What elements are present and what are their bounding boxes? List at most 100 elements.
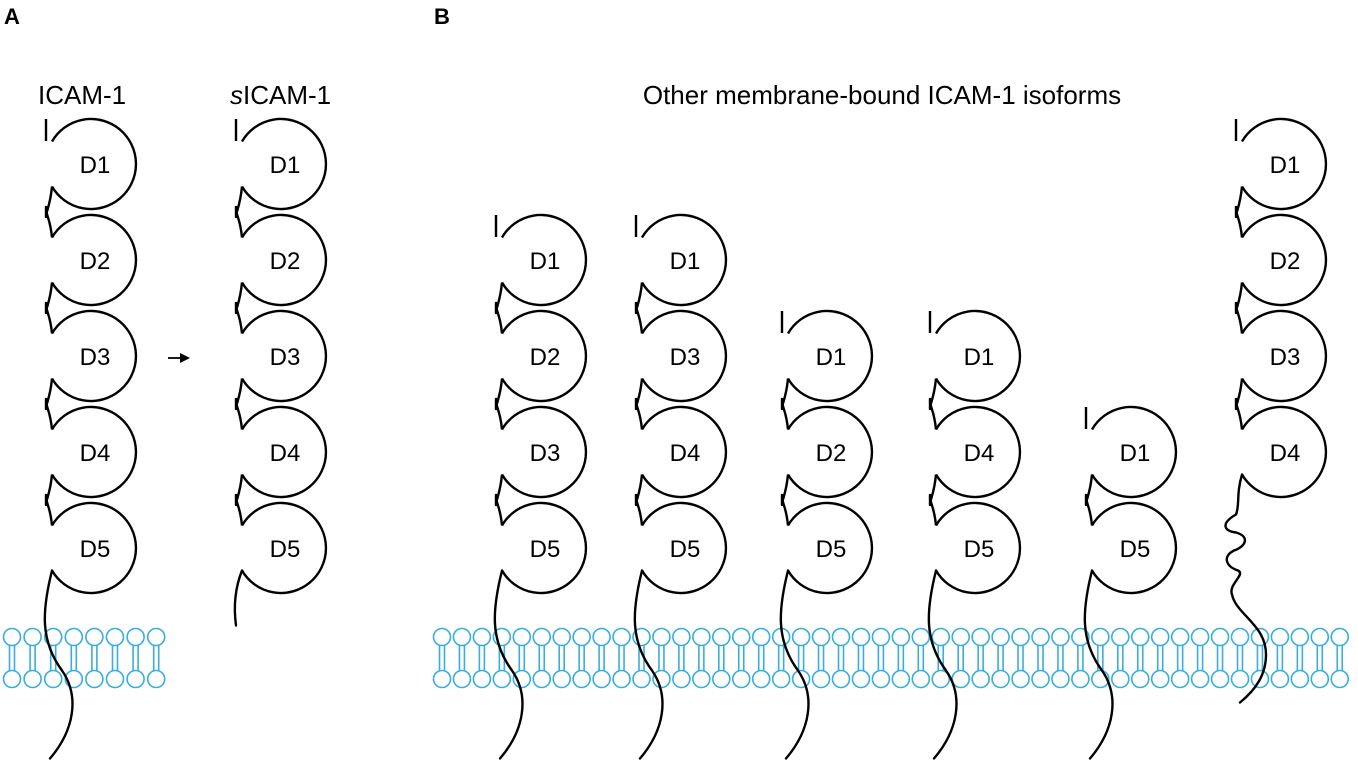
- lipid: [1190, 627, 1210, 689]
- domain-label: D1: [530, 248, 561, 275]
- lipid: [1150, 627, 1170, 689]
- domain-outline: [50, 405, 138, 499]
- domain-label: D5: [80, 536, 111, 563]
- lipid: [512, 627, 532, 689]
- domain-outline: [50, 309, 138, 403]
- lipid: [632, 627, 651, 689]
- molecule-2-name: sICAM-1: [230, 80, 331, 110]
- domain-label: D4: [964, 440, 995, 467]
- lipid: [991, 627, 1010, 689]
- lipid: [472, 627, 492, 689]
- lipid: [1071, 627, 1090, 689]
- domain-linker: [494, 474, 504, 526]
- domain-linker: [44, 282, 54, 334]
- domain-outline: [1090, 501, 1178, 595]
- lipid: [1310, 627, 1330, 689]
- domain-label: D1: [270, 152, 301, 179]
- domain-linker: [44, 474, 54, 526]
- lipid: [951, 627, 971, 689]
- domain-linker: [634, 282, 644, 334]
- molecule-stalk: [1083, 569, 1114, 760]
- molecule-stalk: [233, 569, 244, 627]
- domain-linker: [234, 186, 244, 238]
- lipid-bilayer-a: [2, 627, 166, 689]
- domain-label: D3: [1270, 344, 1301, 371]
- lipid: [612, 627, 631, 689]
- lipid: [572, 627, 591, 689]
- lipid: [1270, 627, 1290, 689]
- domain-linker: [1234, 282, 1244, 334]
- domain-label: D1: [670, 248, 701, 275]
- panel-b-label: B: [434, 4, 450, 29]
- domain-label: D1: [80, 152, 111, 179]
- domain-linker: [234, 378, 244, 430]
- lipid: [971, 627, 990, 689]
- lipid: [672, 627, 691, 689]
- domain-label: D5: [670, 536, 701, 563]
- domain-outline: [50, 117, 138, 211]
- domain-label: D3: [530, 440, 561, 467]
- cleavage-arrow: [168, 353, 190, 363]
- domain-outline: [1090, 405, 1178, 499]
- domain-outline: [934, 309, 1022, 403]
- lipid: [85, 627, 104, 689]
- domain-outline: [240, 405, 328, 499]
- lipid: [1210, 627, 1230, 689]
- lipid: [811, 627, 831, 689]
- lipid: [751, 627, 771, 689]
- lipid: [1230, 627, 1250, 689]
- domain-label: D1: [1270, 152, 1301, 179]
- domain-outline: [1240, 117, 1328, 211]
- domain-label: D5: [530, 536, 561, 563]
- domain-outline: [786, 501, 874, 595]
- domain-outline: [640, 309, 728, 403]
- domain-outline: [640, 405, 728, 499]
- domain-label: D2: [270, 248, 301, 275]
- domain-linker: [234, 474, 244, 526]
- domain-linker: [634, 474, 644, 526]
- lipid: [2, 627, 22, 689]
- domain-label: D3: [80, 344, 111, 371]
- molecule-stalk: [43, 569, 74, 760]
- domain-outline: [500, 405, 588, 499]
- domain-label: D2: [80, 248, 111, 275]
- domain-linker: [494, 282, 504, 334]
- lipid: [146, 627, 166, 689]
- domain-outline: [1240, 309, 1328, 403]
- molecule-stalk: [779, 569, 810, 760]
- domain-outline: [1240, 405, 1328, 499]
- panel-b-title: Other membrane-bound ICAM-1 isoforms: [643, 80, 1121, 110]
- domain-label: D1: [1120, 440, 1151, 467]
- domain-label: D3: [670, 344, 701, 371]
- domain-linker: [234, 282, 244, 334]
- domain-label: D5: [1120, 536, 1151, 563]
- lipid: [105, 627, 125, 689]
- lipid: [532, 627, 552, 689]
- domain-linker: [780, 474, 790, 526]
- lipid-bilayer-b: [432, 627, 1350, 689]
- domain-label: D3: [270, 344, 301, 371]
- lipid: [452, 627, 472, 689]
- domain-label: D4: [670, 440, 701, 467]
- domain-label: D4: [270, 440, 301, 467]
- lipid: [1130, 627, 1150, 689]
- lipid: [1330, 627, 1350, 689]
- lipid: [432, 627, 452, 689]
- domain-outline: [500, 309, 588, 403]
- molecule-stalk: [1224, 473, 1268, 704]
- panel-b: B Other membrane-bound ICAM-1 isoforms D…: [432, 4, 1350, 760]
- domain-linker: [928, 378, 938, 430]
- domain-linker: [44, 186, 54, 238]
- domain-linker: [1234, 186, 1244, 238]
- domain-outline: [934, 501, 1022, 595]
- lipid: [552, 627, 572, 689]
